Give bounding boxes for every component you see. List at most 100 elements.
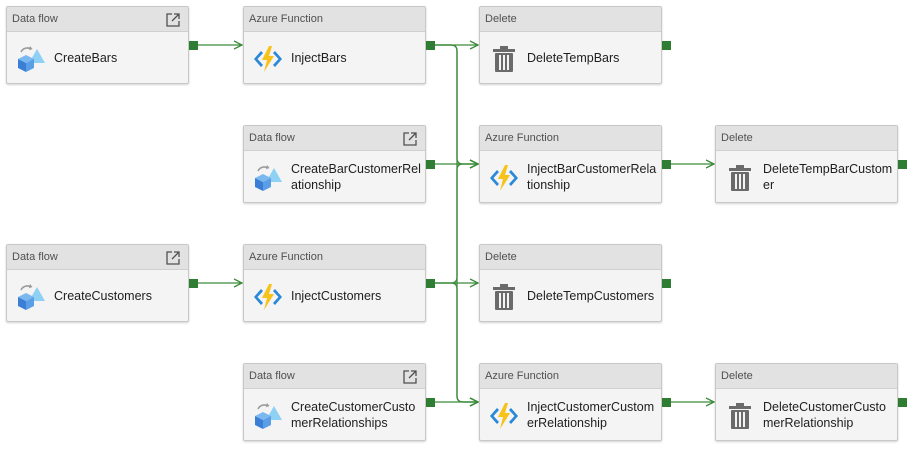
activity-name: InjectBars xyxy=(291,51,347,65)
activity-name: CreateCustomerCustomerRelationships xyxy=(291,400,416,430)
activity-header: Azure Function xyxy=(480,126,661,151)
activity-header: Delete xyxy=(480,7,661,32)
activity-type-label: Delete xyxy=(721,370,753,382)
activity-type-label: Data flow xyxy=(12,13,58,25)
activity-header: Data flow xyxy=(244,126,425,151)
data-flow-icon xyxy=(252,400,284,432)
data-flow-icon xyxy=(15,281,47,313)
activity-name: DeleteTempBars xyxy=(527,51,620,65)
success-output-port[interactable] xyxy=(662,160,671,169)
connector-arrowhead xyxy=(469,278,480,288)
data-flow-icon xyxy=(15,43,47,75)
trash-icon xyxy=(488,281,520,313)
success-output-port[interactable] xyxy=(426,279,435,288)
trash-icon xyxy=(724,400,756,432)
activity-name: DeleteTempCustomers xyxy=(527,289,655,303)
success-output-port[interactable] xyxy=(662,398,671,407)
activity-type-label: Delete xyxy=(485,251,517,263)
activity-body: CreateCustomerCustomerRelationships xyxy=(244,389,425,441)
activity-body: DeleteCustomerCustomerRelationship xyxy=(716,389,897,441)
success-output-port[interactable] xyxy=(426,160,435,169)
activity-body: CreateBarCustomerRelationship xyxy=(244,151,425,203)
activity-type-label: Azure Function xyxy=(249,251,323,263)
success-output-port[interactable] xyxy=(898,398,907,407)
activity-type-label: Data flow xyxy=(249,132,295,144)
activity-name: CreateBarCustomerRelationship xyxy=(291,162,421,192)
activity-name: CreateCustomers xyxy=(54,289,152,303)
azure-function-icon xyxy=(252,43,284,75)
connector-arrowhead xyxy=(233,278,244,288)
activity-header: Delete xyxy=(716,364,897,389)
activity-name: DeleteTempBarCustomer xyxy=(763,162,893,192)
azure-function-icon xyxy=(252,281,284,313)
trash-icon xyxy=(488,43,520,75)
success-output-port[interactable] xyxy=(189,41,198,50)
activity-name: InjectCustomerCustomerRelationship xyxy=(527,400,655,430)
success-output-port[interactable] xyxy=(898,160,907,169)
connector-n8-n11[interactable] xyxy=(435,282,478,403)
trash-icon xyxy=(724,162,756,194)
connector-arrowhead xyxy=(705,159,716,169)
activity-header: Data flow xyxy=(7,7,188,32)
success-output-port[interactable] xyxy=(189,279,198,288)
data-flow-icon xyxy=(252,162,284,194)
activity-type-label: Data flow xyxy=(12,251,58,263)
activity-type-label: Azure Function xyxy=(249,13,323,25)
open-external-icon[interactable] xyxy=(402,369,418,385)
activity-type-label: Azure Function xyxy=(485,132,559,144)
azure-function-icon xyxy=(488,162,520,194)
open-external-icon[interactable] xyxy=(165,12,181,28)
activity-header: Azure Function xyxy=(480,364,661,389)
activity-name: InjectBarCustomerRelationship xyxy=(527,162,657,192)
connector-arrowhead xyxy=(233,40,244,50)
activity-type-label: Azure Function xyxy=(485,370,559,382)
activity-header: Azure Function xyxy=(244,7,425,32)
activity-header: Delete xyxy=(480,245,661,270)
activity-body: DeleteTempCustomers xyxy=(480,270,661,322)
connector-arrowhead xyxy=(469,159,480,169)
connector-n8-n5[interactable] xyxy=(435,163,478,284)
activity-name: CreateBars xyxy=(54,51,118,65)
success-output-port[interactable] xyxy=(426,41,435,50)
activity-body: DeleteTempBarCustomer xyxy=(716,151,897,203)
success-output-port[interactable] xyxy=(662,279,671,288)
activity-body: DeleteTempBars xyxy=(480,32,661,84)
success-output-port[interactable] xyxy=(426,398,435,407)
activity-header: Azure Function xyxy=(244,245,425,270)
activity-body: CreateBars xyxy=(7,32,188,84)
connector-arrowhead xyxy=(469,40,480,50)
connector-arrowhead xyxy=(469,397,480,407)
open-external-icon[interactable] xyxy=(402,131,418,147)
success-output-port[interactable] xyxy=(662,41,671,50)
activity-body: CreateCustomers xyxy=(7,270,188,322)
activity-type-label: Delete xyxy=(485,13,517,25)
activity-name: DeleteCustomerCustomerRelationship xyxy=(763,400,886,430)
activity-type-label: Data flow xyxy=(249,370,295,382)
activity-name: InjectCustomers xyxy=(291,289,382,303)
connector-arrowhead xyxy=(705,397,716,407)
activity-header: Data flow xyxy=(244,364,425,389)
activity-body: InjectBarCustomerRelationship xyxy=(480,151,661,203)
activity-body: InjectCustomerCustomerRelationship xyxy=(480,389,661,441)
azure-function-icon xyxy=(488,400,520,432)
activity-body: InjectCustomers xyxy=(244,270,425,322)
open-external-icon[interactable] xyxy=(165,250,181,266)
activity-header: Data flow xyxy=(7,245,188,270)
activity-body: InjectBars xyxy=(244,32,425,84)
activity-header: Delete xyxy=(716,126,897,151)
activity-type-label: Delete xyxy=(721,132,753,144)
